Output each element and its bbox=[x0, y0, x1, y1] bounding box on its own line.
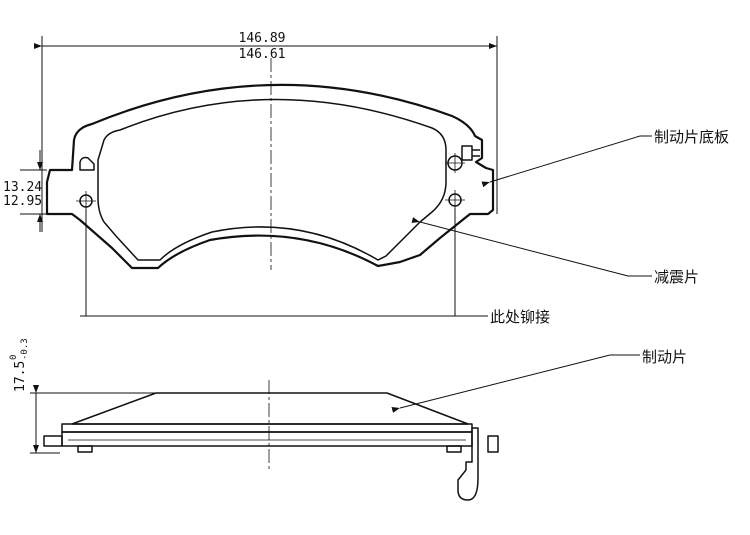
height-max-value: 13.24 bbox=[3, 180, 42, 195]
thickness-upper-tol: 0 bbox=[9, 355, 19, 360]
left-rivet-stub bbox=[77, 445, 93, 453]
width-min-value: 146.61 bbox=[239, 47, 286, 62]
top-view: 146.89 146.61 13.24 12.95 bbox=[3, 31, 729, 326]
brake-pad-label: 制动片 bbox=[642, 348, 687, 366]
width-max-value: 146.89 bbox=[239, 31, 286, 46]
rivet-here-label: 此处铆接 bbox=[490, 308, 550, 326]
thickness-lower-tol: -0.3 bbox=[20, 338, 30, 360]
side-view: 17.5 0 -0.3 制动片 bbox=[9, 338, 687, 501]
side-backing-plate bbox=[61, 431, 473, 447]
backing-plate-label: 制动片底板 bbox=[654, 128, 729, 146]
wear-indicator-clip bbox=[461, 145, 473, 161]
backing-plate-outline bbox=[45, 83, 495, 270]
side-wear-clip bbox=[457, 427, 479, 501]
left-slot bbox=[79, 156, 95, 171]
shim-outline bbox=[97, 98, 447, 261]
right-rivet-stub bbox=[446, 445, 462, 453]
thickness-nominal-value: 17.5 bbox=[13, 361, 28, 392]
shim-label: 减震片 bbox=[654, 268, 699, 286]
height-min-value: 12.95 bbox=[3, 194, 42, 209]
friction-material bbox=[71, 392, 469, 425]
